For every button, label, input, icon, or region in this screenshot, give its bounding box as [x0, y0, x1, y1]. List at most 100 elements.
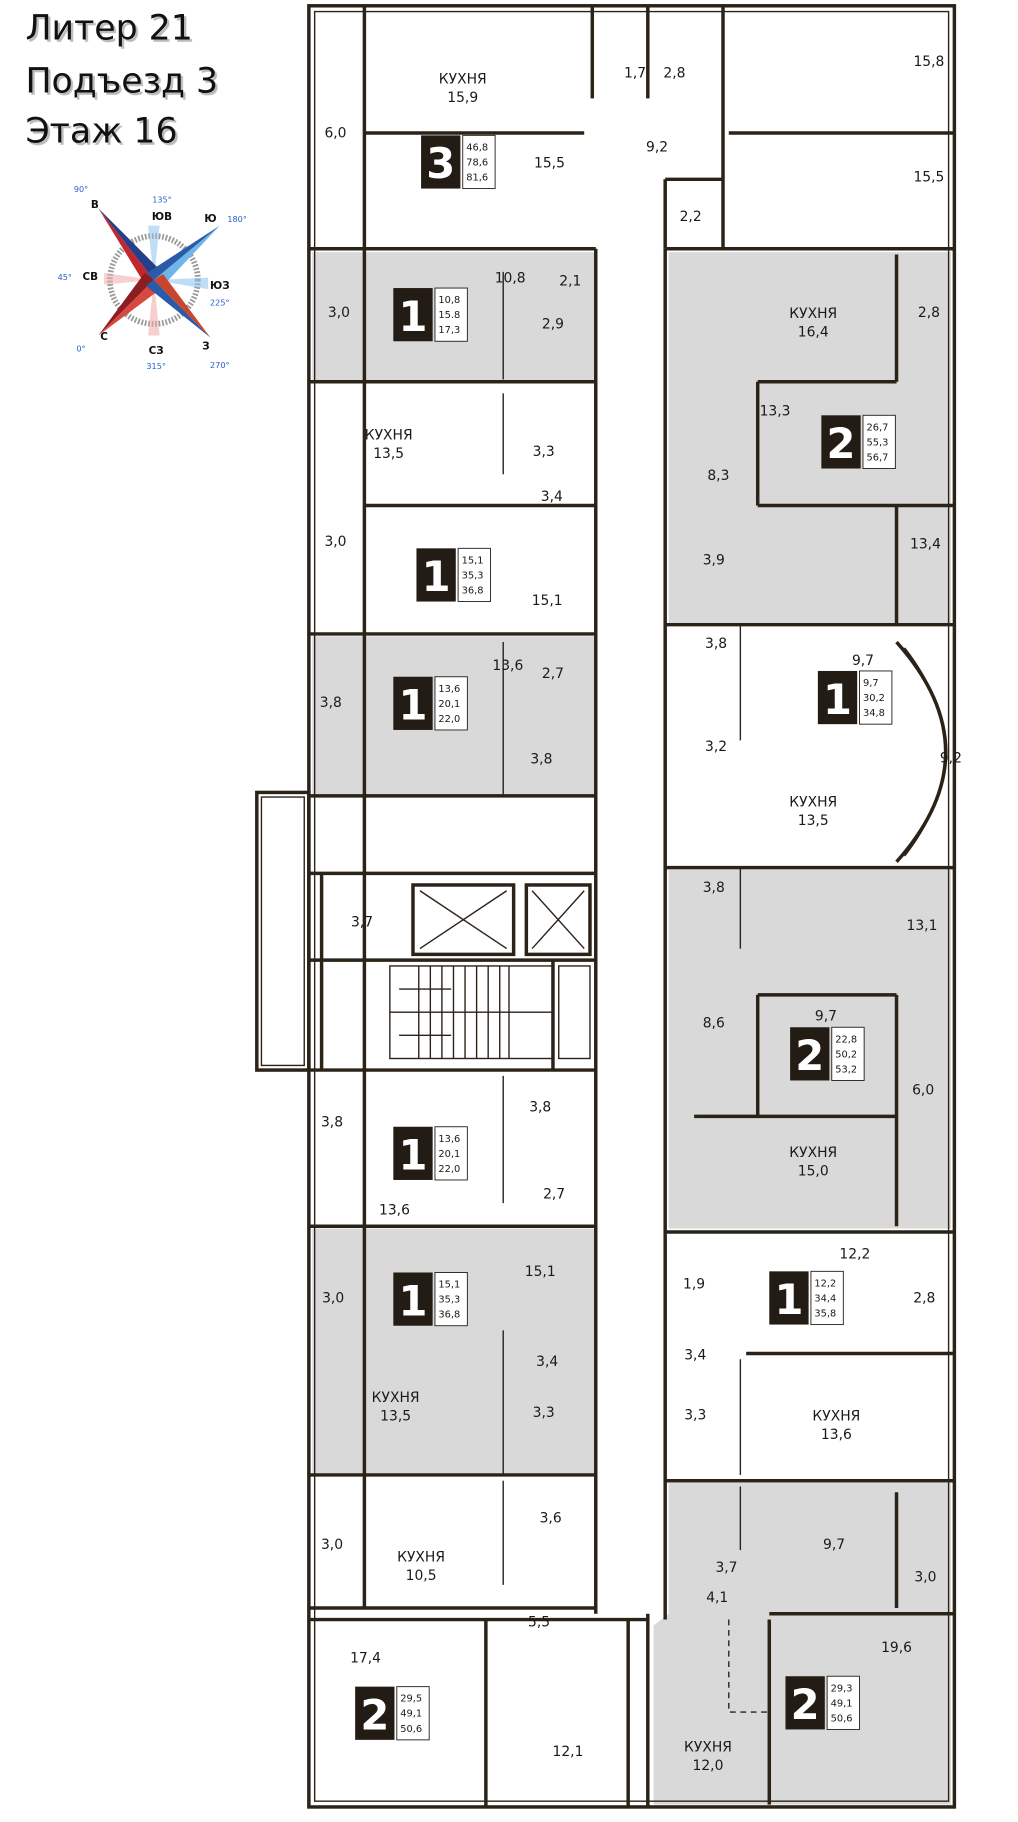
- area-info-box: [462, 134, 496, 190]
- room-area: 2,2: [680, 209, 702, 225]
- room-area: 3,7: [715, 1560, 737, 1576]
- header: Литер 21 Подъезд 3 Этаж 16: [25, 8, 218, 151]
- room: 13,6: [492, 658, 523, 674]
- room: 3,0: [324, 534, 346, 550]
- room-area: 12,0: [693, 1758, 724, 1774]
- room: 9,7: [815, 1008, 837, 1024]
- room: 3,0: [914, 1569, 936, 1585]
- total-area: 49,1: [831, 1698, 853, 1709]
- room: 3,4: [684, 1347, 706, 1363]
- room-count-box: [393, 288, 433, 342]
- total-area-with-balcony: 50,6: [831, 1713, 853, 1724]
- room-count: 1: [422, 552, 451, 601]
- compass-direction-label: С: [100, 331, 108, 343]
- total-area-with-balcony: 36,8: [438, 1310, 460, 1321]
- room-area: 5,5: [528, 1614, 550, 1630]
- area-info-box: [862, 414, 896, 469]
- compass-degree-label: 135°: [152, 194, 171, 204]
- room-count: 1: [398, 292, 427, 341]
- area-info-box: [434, 287, 468, 342]
- room: 12,1: [553, 1744, 584, 1760]
- room-area: 9,7: [815, 1008, 837, 1024]
- area-info-box: [396, 1686, 430, 1741]
- room-area: 6,0: [912, 1082, 934, 1098]
- compass-degree-label: 315°: [146, 361, 165, 371]
- room: 6,0: [912, 1082, 934, 1098]
- room-count: 3: [426, 139, 455, 188]
- total-area: 78,6: [466, 157, 488, 168]
- room-count: 1: [774, 1275, 803, 1324]
- room-area: 1,7: [624, 66, 646, 82]
- room-name: КУХНЯ: [789, 794, 837, 810]
- room-count: 2: [795, 1031, 824, 1080]
- room-area: 10,5: [406, 1568, 437, 1584]
- room-area: 9,2: [646, 140, 668, 156]
- compass-direction-label: ЮЗ: [210, 280, 230, 292]
- room: 8,3: [707, 468, 729, 484]
- room-area: 3,9: [703, 553, 725, 569]
- room-area: 2,1: [559, 274, 581, 290]
- room-count-box: [355, 1686, 395, 1740]
- compass-degree-label: 225°: [210, 297, 229, 307]
- living-area: 10,8: [438, 295, 460, 306]
- living-area: 9,7: [863, 678, 879, 689]
- room-count: 2: [360, 1690, 389, 1739]
- total-area: 20,1: [438, 1149, 460, 1160]
- room-area: 3,8: [321, 1115, 343, 1131]
- room-area: 8,3: [707, 468, 729, 484]
- room-area: 19,6: [881, 1640, 912, 1656]
- room: 3,0: [321, 1537, 343, 1553]
- room-area: 9,7: [823, 1537, 845, 1553]
- room: 2,9: [542, 317, 564, 333]
- room-area: 13,6: [492, 658, 523, 674]
- room: 3,8: [321, 1115, 343, 1131]
- room-area: 3,4: [684, 1347, 706, 1363]
- compass-direction-label: З: [202, 340, 209, 352]
- area-info-box: [831, 1026, 865, 1081]
- compass-direction-label: СВ: [82, 271, 98, 283]
- living-area: 29,5: [400, 1694, 422, 1705]
- room: 10,8: [495, 270, 526, 286]
- compass-degree-label: 270°: [210, 360, 229, 370]
- room-area: 17,4: [350, 1650, 381, 1666]
- lobby: [255, 790, 596, 1072]
- room-name: КУХНЯ: [789, 1145, 837, 1161]
- total-area: 49,1: [400, 1709, 422, 1720]
- room-area: 3,2: [705, 739, 727, 755]
- room-area: 1,9: [683, 1277, 705, 1293]
- room-area: 3,8: [705, 636, 727, 652]
- room-area: 3,4: [541, 489, 563, 505]
- room: 3,3: [533, 1405, 555, 1421]
- room: 13,3: [760, 403, 791, 419]
- room-area: 3,0: [914, 1569, 936, 1585]
- room: 17,4: [350, 1650, 381, 1666]
- room-area: 8,6: [703, 1015, 725, 1031]
- room-area: 3,3: [533, 444, 555, 460]
- room: 2,8: [663, 66, 685, 82]
- room-count-box: [821, 415, 861, 469]
- room-area: 3,0: [324, 534, 346, 550]
- room-area: 13,5: [380, 1409, 411, 1425]
- total-area-with-balcony: 22,0: [438, 714, 460, 725]
- entrance-title: Подъезд 3: [25, 62, 218, 102]
- compass-degree-label: 90°: [74, 184, 88, 194]
- total-area-with-balcony: 35,8: [814, 1308, 836, 1319]
